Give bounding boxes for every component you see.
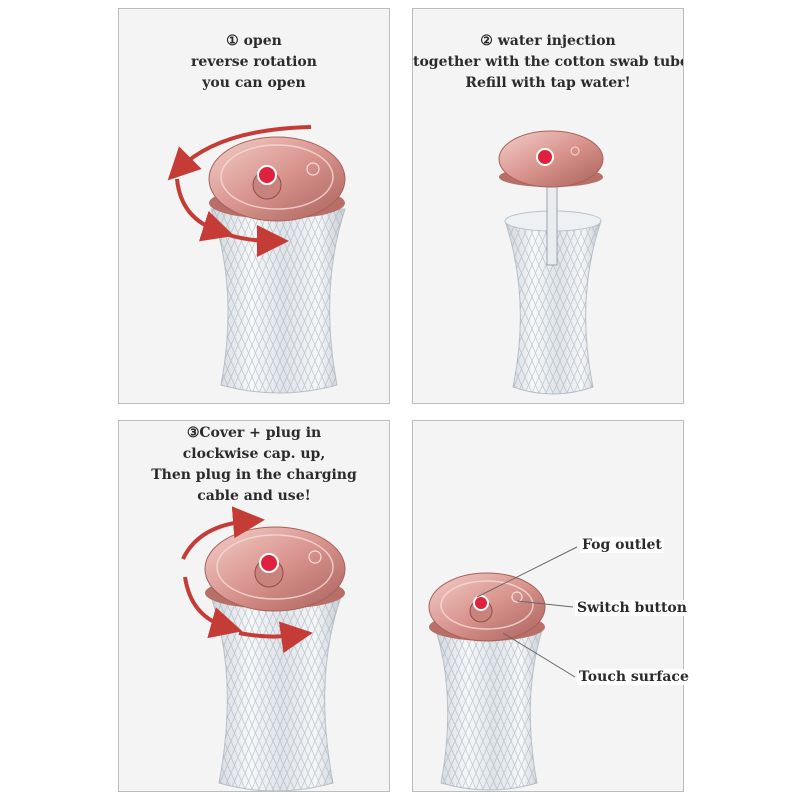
panel-cover-plug: ③Cover + plug in clockwise cap. up, Then… [118, 420, 390, 792]
caption-line: reverse rotation [191, 54, 317, 70]
rotation-arrow-icon [181, 506, 265, 560]
caption-line: Then plug in the charging [151, 467, 357, 483]
humidifier-illustration [498, 130, 604, 395]
caption-line: you can open [202, 75, 306, 91]
humidifier-illustration [428, 546, 578, 791]
fog-outlet-label: Fog outlet [580, 537, 664, 553]
switch-button-label: Switch button [575, 600, 689, 616]
caption-line: ② water injection [480, 33, 616, 49]
humidifier-illustration [181, 506, 346, 791]
caption-water-injection: ② water injection together with the cott… [413, 31, 683, 94]
caption-line: Refill with tap water! [465, 75, 631, 91]
rotation-arrow-icon [167, 125, 312, 181]
caption-line: together with the cotton swab tube, [413, 54, 684, 70]
caption-line: cable and use! [197, 488, 311, 504]
rotation-arrow-icon [183, 576, 243, 639]
caption-line: ① open [226, 33, 282, 49]
caption-open: ① open reverse rotation you can open [119, 31, 389, 94]
panel-water-injection: ② water injection together with the cott… [412, 8, 684, 404]
caption-line: ③Cover + plug in [186, 425, 322, 441]
rotation-arrow-icon [238, 621, 313, 654]
touch-surface-label: Touch surface [577, 669, 691, 685]
humidifier-illustration [167, 125, 346, 394]
caption-cover-plug: ③Cover + plug in clockwise cap. up, Then… [119, 423, 389, 507]
rotation-arrow-icon [228, 224, 289, 257]
panel-open: ① open reverse rotation you can open [118, 8, 390, 404]
caption-line: clockwise cap. up, [182, 446, 326, 462]
rotation-arrow-icon [175, 178, 235, 242]
